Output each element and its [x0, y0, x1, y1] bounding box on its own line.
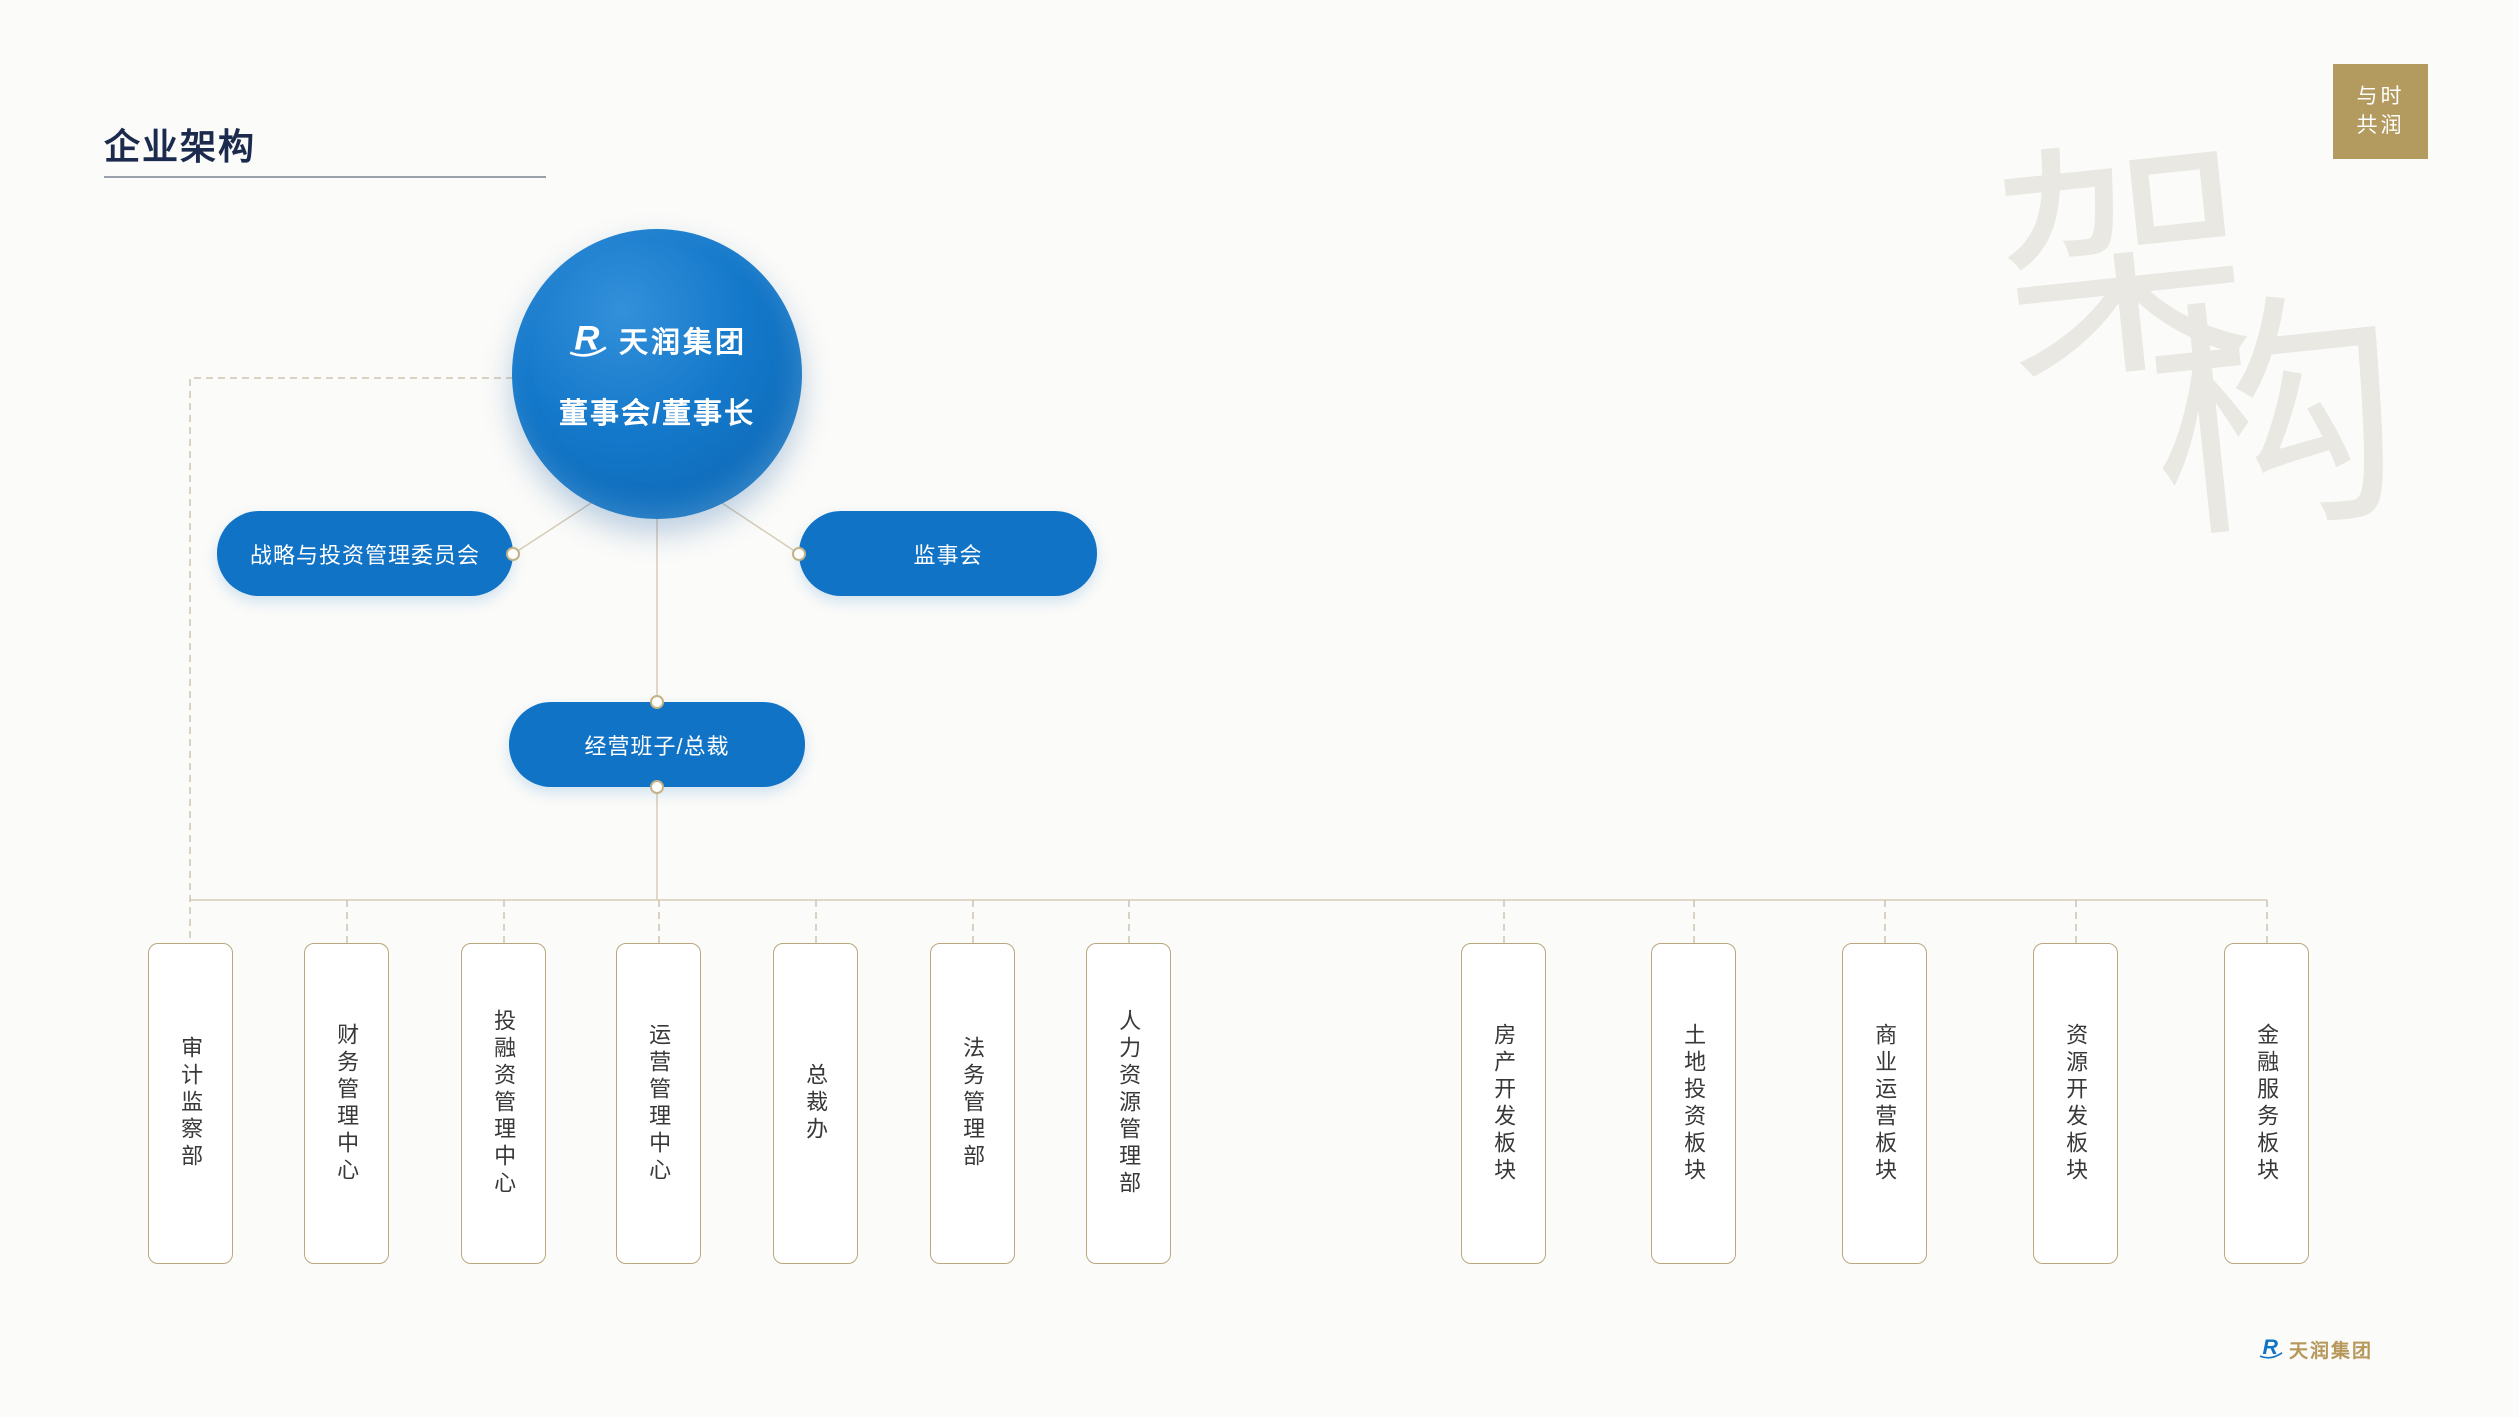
dept-box-investment-financing: 投融资管理中心: [461, 943, 546, 1264]
sector-label: 资源开发板块: [2063, 1022, 2089, 1185]
sector-label: 商业运营板块: [1872, 1022, 1898, 1185]
node-strategy-investment-committee: 战略与投资管理委员会: [217, 511, 513, 596]
brand-badge-line2: 共润: [2356, 113, 2405, 137]
company-logo-r-icon: R: [567, 317, 609, 364]
node-label: 监事会: [913, 542, 983, 568]
brand-badge: 与时 共润: [2333, 64, 2428, 159]
dept-label: 法务管理部: [960, 1036, 986, 1171]
dept-box-hr: 人力资源管理部: [1086, 943, 1171, 1264]
sector-label: 土地投资板块: [1681, 1022, 1707, 1185]
sector-box-financial-services: 金融服务板块: [2224, 943, 2309, 1264]
dept-box-finance: 财务管理中心: [304, 943, 389, 1264]
page-title: 企业架构: [104, 126, 257, 167]
node-supervisory-board: 监事会: [799, 511, 1097, 596]
sector-box-commercial-operations: 商业运营板块: [1842, 943, 1927, 1264]
connector-dot: [506, 547, 520, 561]
svg-text:R: R: [574, 319, 599, 357]
dept-box-audit: 审计监察部: [148, 943, 233, 1264]
node-management-president: 经营班子/总裁: [509, 702, 805, 787]
node-label: 战略与投资管理委员会: [249, 542, 480, 568]
node-label: 经营班子/总裁: [584, 733, 730, 759]
dept-label: 审计监察部: [178, 1036, 204, 1171]
dept-box-operations: 运营管理中心: [616, 943, 701, 1264]
sector-label: 房产开发板块: [1491, 1022, 1517, 1185]
sector-label: 金融服务板块: [2254, 1022, 2280, 1185]
dept-label: 人力资源管理部: [1116, 1009, 1142, 1198]
sector-box-real-estate: 房产开发板块: [1461, 943, 1546, 1264]
dept-label: 财务管理中心: [334, 1022, 360, 1185]
company-logo: R 天润集团: [567, 317, 747, 364]
footer-logo: R 天润集团: [2258, 1334, 2373, 1365]
brand-badge-line1: 与时: [2356, 85, 2405, 109]
sector-box-land-investment: 土地投资板块: [1651, 943, 1736, 1264]
dept-box-legal: 法务管理部: [930, 943, 1015, 1264]
svg-text:R: R: [2263, 1335, 2279, 1359]
title-underline: [104, 176, 546, 178]
connector-dot: [792, 547, 806, 561]
dept-label: 投融资管理中心: [491, 1009, 517, 1198]
dept-label: 总裁办: [803, 1063, 829, 1144]
sector-box-resource-development: 资源开发板块: [2033, 943, 2118, 1264]
org-root-label: 董事会/董事长: [558, 397, 756, 430]
company-logo-text: 天润集团: [618, 327, 747, 359]
footer-logo-r-icon: R: [2258, 1334, 2284, 1365]
connector-dot: [650, 780, 664, 794]
dept-box-president-office: 总裁办: [773, 943, 858, 1264]
dept-label: 运营管理中心: [646, 1022, 672, 1185]
org-root-node: R 天润集团 董事会/董事长: [512, 229, 802, 519]
connector-dot: [650, 695, 664, 709]
footer-logo-text: 天润集团: [2289, 1341, 2374, 1362]
